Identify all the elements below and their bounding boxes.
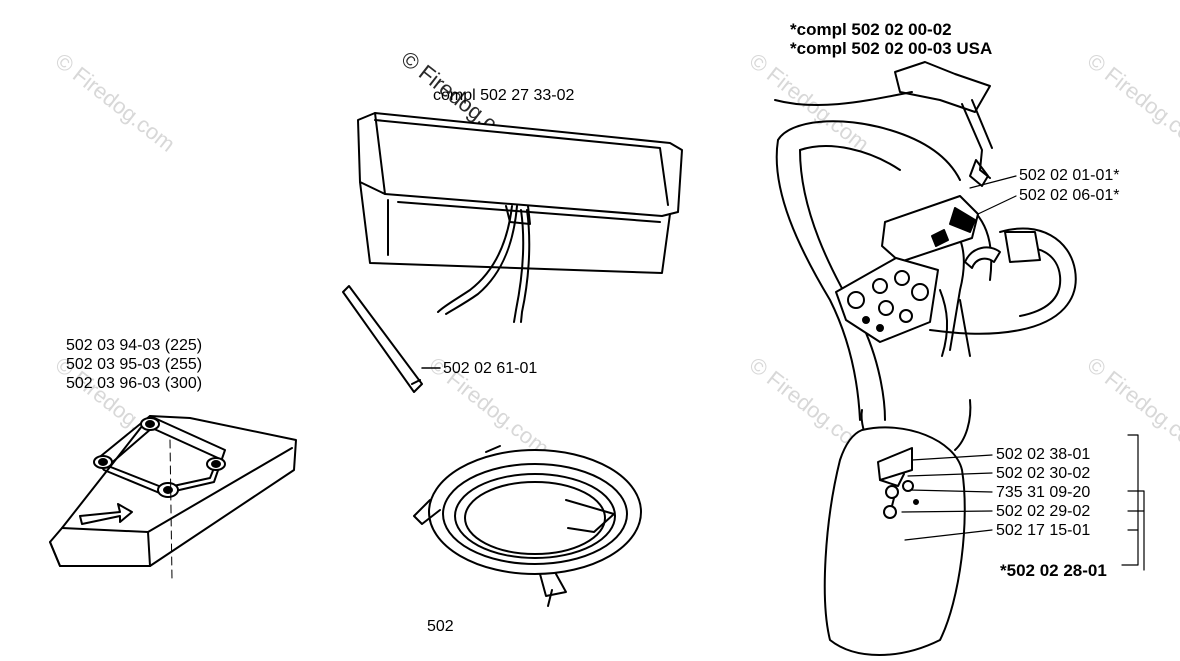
hip-pad-part-label: 502 17 15-01	[996, 522, 1091, 539]
guard-part-label: 502 03 94-03 (225)	[66, 337, 203, 354]
guard-part-label: 502 03 95-03 (255)	[66, 356, 203, 373]
guard-drawing	[49, 415, 297, 581]
partial-part-label: 502	[427, 618, 454, 635]
harness-part-label: 502 02 01-01*	[1019, 167, 1120, 184]
leader-lines	[901, 175, 1145, 571]
bag-part-label: compl 502 27 33-02	[433, 87, 575, 104]
hip-pad-part-label: 502 02 38-01	[996, 446, 1091, 463]
hip-pad-part-label: 735 31 09-20	[996, 484, 1091, 501]
bag-drawing	[357, 112, 683, 323]
harness-header-label: *compl 502 02 00-02	[790, 20, 952, 39]
harness-header-label: *compl 502 02 00-03 USA	[790, 39, 993, 58]
hip-pad-part-label: 502 02 29-02	[996, 503, 1091, 520]
ring-drawing	[413, 445, 642, 607]
rod-part-label: 502 02 61-01	[443, 360, 538, 377]
harness-part-label: 502 02 06-01*	[1019, 187, 1120, 204]
hip-pad-kit-label: *502 02 28-01	[1000, 561, 1107, 580]
hip-pad-part-label: 502 02 30-02	[996, 465, 1091, 482]
harness-drawing	[774, 61, 1077, 656]
rod-drawing	[342, 285, 441, 393]
guard-part-label: 502 03 96-03 (300)	[66, 375, 203, 392]
